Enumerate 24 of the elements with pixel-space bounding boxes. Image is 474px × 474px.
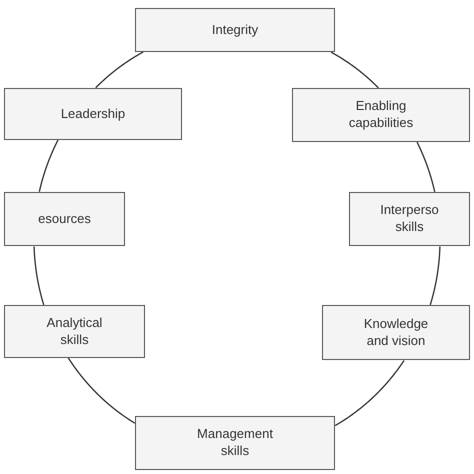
box-label: Enabling capabilities [348, 98, 414, 132]
box-label: Management skills [196, 426, 274, 460]
connector-arc [33, 246, 44, 306]
connector-arc [416, 142, 436, 192]
connector-arc [330, 52, 379, 88]
text-box [135, 8, 335, 52]
box-label: Analytical skills [46, 314, 104, 348]
text-box [4, 192, 125, 246]
text-box [349, 192, 470, 246]
connector-arc [334, 360, 405, 426]
text-box [4, 88, 182, 140]
box-label: Integrity [212, 22, 258, 38]
box-label: Interperso skills [379, 202, 440, 236]
box-label: Knowledge and vision [362, 316, 430, 350]
connector-arc [38, 140, 59, 192]
connector-arc [95, 51, 144, 88]
box-label: Leadership [60, 106, 126, 122]
text-box [292, 88, 470, 142]
connector-arc [68, 358, 136, 424]
text-box [4, 305, 145, 358]
box-label: esources [38, 210, 91, 228]
connector-arc [430, 246, 441, 306]
text-box [135, 416, 335, 470]
text-box [322, 305, 470, 360]
